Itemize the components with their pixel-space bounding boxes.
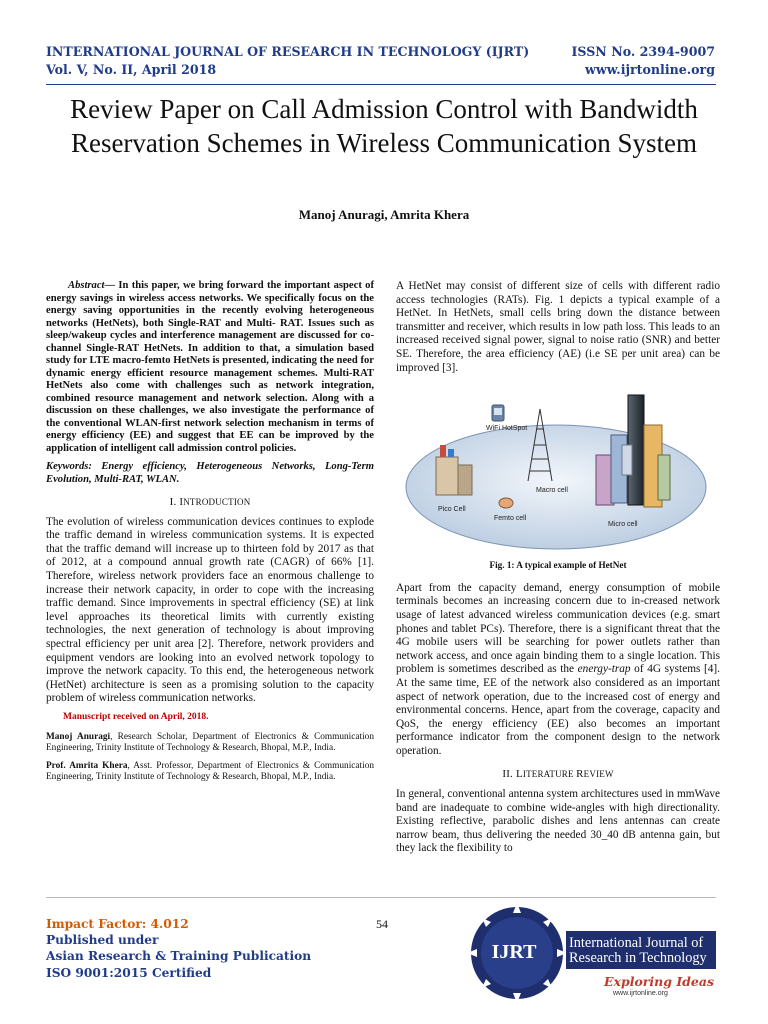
figure-caption: Fig. 1: A typical example of HetNet — [489, 560, 627, 571]
affiliation-1: Manoj Anuragi, Research Scholar, Departm… — [46, 731, 374, 754]
femto-device — [498, 497, 514, 509]
journal-header-right: ISSN No. 2394-9007 www.ijrtonline.org — [572, 43, 716, 79]
section-heading-introduction: I. INTRODUCTION — [169, 496, 251, 508]
pico-building — [435, 445, 473, 496]
paper-authors: Manoj Anuragi, Amrita Khera — [298, 207, 470, 222]
wifi-icon — [491, 404, 505, 422]
logo-banner — [566, 931, 716, 969]
left-column: Abstract— In this paper, we bring forwar… — [46, 280, 374, 790]
volume-info: Vol. V, No. II, April 2018 — [46, 62, 217, 77]
issn: ISSN No. 2394-9007 — [571, 44, 716, 59]
journal-website: www.ijrtonline.org — [585, 62, 715, 77]
logo-title: International Journal of Research in Tec… — [569, 935, 707, 966]
logo-tagline: Exploring Ideas — [604, 974, 714, 989]
hetnet-figure: Pico Cell WiFi HotSpot Macro cell Femto … — [396, 385, 720, 555]
abstract-text: — In this paper, we bring forward the im… — [46, 280, 374, 454]
hetnet-paragraph: A HetNet may consist of different size o… — [396, 280, 720, 374]
keywords: Keywords: Energy efficiency, Heterogeneo… — [46, 461, 374, 485]
right-column: A HetNet may consist of different size o… — [396, 280, 720, 856]
section-heading-literature-review: II. LITERATURE REVIEW — [502, 768, 614, 781]
ijrt-logo — [467, 903, 716, 1003]
introduction-text: The evolution of wireless communication … — [46, 515, 374, 705]
paper-title: Review Paper on Call Admission Control w… — [70, 94, 698, 158]
footer-info: Impact Factor: 4.012 Published under Asi… — [46, 916, 311, 981]
pico-label: Pico Cell — [438, 506, 466, 513]
micro-label: Micro cell — [608, 521, 638, 528]
publisher: Asian Research & Training Publication — [46, 949, 312, 964]
macro-tower — [527, 409, 553, 482]
energy-paragraph: Apart from the capacity demand, energy c… — [396, 581, 720, 757]
page-number: 54 — [376, 917, 388, 931]
literature-review-text: In general, conventional antenna system … — [396, 788, 720, 855]
logo-star-icon — [467, 903, 567, 1003]
footer-rule — [46, 897, 716, 898]
published-under: Published under — [46, 933, 159, 948]
wifi-label: WiFi HotSpot — [486, 425, 527, 432]
affiliation-2: Prof. Amrita Khera, Asst. Professor, Dep… — [46, 760, 374, 783]
logo-url: www.ijrtonline.org — [613, 990, 668, 997]
manuscript-note: Manuscript received on April, 2018. — [63, 711, 209, 722]
iso-certification: ISO 9001:2015 Certified — [46, 965, 212, 980]
journal-name: INTERNATIONAL JOURNAL OF RESEARCH IN TEC… — [46, 44, 530, 59]
hetnet-illustration: Pico Cell WiFi HotSpot Macro cell Femto … — [405, 394, 707, 550]
macro-label: Macro cell — [536, 487, 568, 494]
abstract-label: Abstract — [68, 280, 105, 291]
abstract: Abstract— In this paper, we bring forwar… — [46, 280, 374, 455]
femto-label: Femto cell — [494, 515, 527, 522]
logo-abbreviation: IJRT — [491, 941, 537, 963]
journal-header: INTERNATIONAL JOURNAL OF RESEARCH IN TEC… — [46, 43, 529, 79]
impact-factor: Impact Factor: 4.012 — [46, 917, 189, 931]
micro-cell-buildings — [595, 394, 671, 508]
header-rule — [46, 84, 716, 85]
